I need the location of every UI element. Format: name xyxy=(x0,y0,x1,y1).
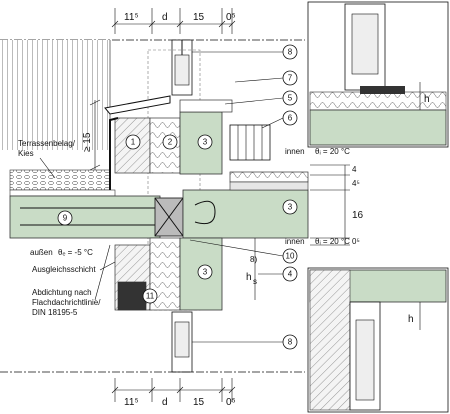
screed-layer xyxy=(229,181,309,191)
label-terrace-gravel: Kies xyxy=(18,149,34,158)
hs-dimension: h s 8) xyxy=(246,238,257,300)
svg-text:8: 8 xyxy=(288,338,293,347)
svg-text:6: 6 xyxy=(288,114,293,123)
svg-text:8: 8 xyxy=(288,48,293,57)
svg-text:5: 5 xyxy=(288,94,293,103)
dim-top-3: 15 xyxy=(193,12,205,23)
top-board xyxy=(179,99,233,113)
floor-slab-inside xyxy=(182,189,309,239)
callout-5: 5 xyxy=(224,90,298,106)
dim-bottom-1: 11⁵ xyxy=(124,397,139,408)
right-dimension-chain: 4 4⁵ 16 0⁵ xyxy=(310,164,364,246)
dim-top-4: 0⁵ xyxy=(226,12,236,23)
dim-right-4: 0⁵ xyxy=(352,237,360,246)
callout-1: 1 xyxy=(125,134,141,150)
dim-hs-sub: s xyxy=(253,277,257,286)
callout-10: 10 xyxy=(189,239,298,264)
top-dimension-chain: 11⁵ d 15 0⁵ xyxy=(111,8,236,34)
label-inside-upper: innen xyxy=(285,147,305,156)
inset-detail-upper: h xyxy=(307,1,449,148)
label-sealing-3: DIN 18195-5 xyxy=(32,308,78,317)
svg-text:9: 9 xyxy=(63,214,68,223)
callout-9: 9 xyxy=(57,210,73,226)
svg-text:3: 3 xyxy=(203,268,208,277)
callout-8-upper: 8 xyxy=(192,44,298,60)
inset-lower-h: h xyxy=(408,314,414,325)
floor-insulation xyxy=(229,171,309,183)
callout-8-lower: 8 xyxy=(192,334,298,350)
facade-cladding-upper xyxy=(0,40,110,150)
label-theta-i-lower: θᵢ = 20 °C xyxy=(315,237,350,246)
svg-text:10: 10 xyxy=(286,252,295,261)
label-inside-lower: innen xyxy=(285,237,305,246)
callout-6: 6 xyxy=(261,110,298,129)
svg-text:2: 2 xyxy=(168,138,173,147)
callout-3-upper: 3 xyxy=(197,134,213,150)
sealing-upturn xyxy=(109,117,119,190)
callout-11: 11 xyxy=(142,288,158,304)
svg-text:3: 3 xyxy=(288,203,293,212)
label-sealing-1: Abdichtung nach xyxy=(32,288,92,297)
dim-hs-note: 8) xyxy=(250,255,257,264)
terrace-gravel xyxy=(9,169,111,191)
rebar-loop xyxy=(194,200,216,225)
svg-text:11: 11 xyxy=(146,292,155,301)
balcony-slab xyxy=(9,195,161,239)
dim-bottom-4: 0⁵ xyxy=(226,397,236,408)
dim-ge-15: ≥ 15 xyxy=(82,132,93,152)
lintel-block xyxy=(117,281,147,311)
left-vertical-dimension: ≥ 15 xyxy=(82,99,101,171)
bottom-dimension-chain: 11⁵ d 15 0⁵ xyxy=(111,378,236,408)
label-theta-e: θₑ = -5 °C xyxy=(58,248,93,257)
label-terrace-covering: Terrassenbelag/ xyxy=(18,139,76,148)
callout-2: 2 xyxy=(162,134,178,150)
label-theta-i-upper: θᵢ = 20 °C xyxy=(315,147,350,156)
dim-top-2: d xyxy=(162,12,168,23)
inset-detail-lower: h xyxy=(307,267,449,413)
window-frame-lower xyxy=(171,311,193,373)
dim-right-1: 4 xyxy=(352,165,357,174)
dim-right-3: 16 xyxy=(352,210,364,221)
label-leveling-layer: Ausgleichsschicht xyxy=(32,265,96,274)
callout-7: 7 xyxy=(234,70,298,86)
radiator xyxy=(229,124,271,161)
svg-text:7: 7 xyxy=(288,74,293,83)
dim-bottom-3: 15 xyxy=(193,397,205,408)
svg-text:3: 3 xyxy=(203,138,208,147)
dim-top-1: 11⁵ xyxy=(124,12,139,23)
window-frame-upper xyxy=(171,39,193,96)
dim-right-2: 4⁵ xyxy=(352,179,360,188)
callout-4: 4 xyxy=(258,266,298,282)
dim-hs: h xyxy=(246,272,252,283)
callout-3-slab: 3 xyxy=(282,199,298,215)
svg-text:4: 4 xyxy=(288,270,293,279)
label-outside: außen xyxy=(30,248,53,257)
window-sill xyxy=(104,95,171,115)
dim-bottom-2: d xyxy=(162,397,168,408)
callout-3-lower: 3 xyxy=(197,264,213,280)
svg-text:1: 1 xyxy=(131,138,136,147)
terrace-sealing-layer xyxy=(9,189,116,197)
label-sealing-2: Flachdachrichtlinie/ xyxy=(32,298,101,307)
inset-upper-h: h xyxy=(424,94,430,105)
